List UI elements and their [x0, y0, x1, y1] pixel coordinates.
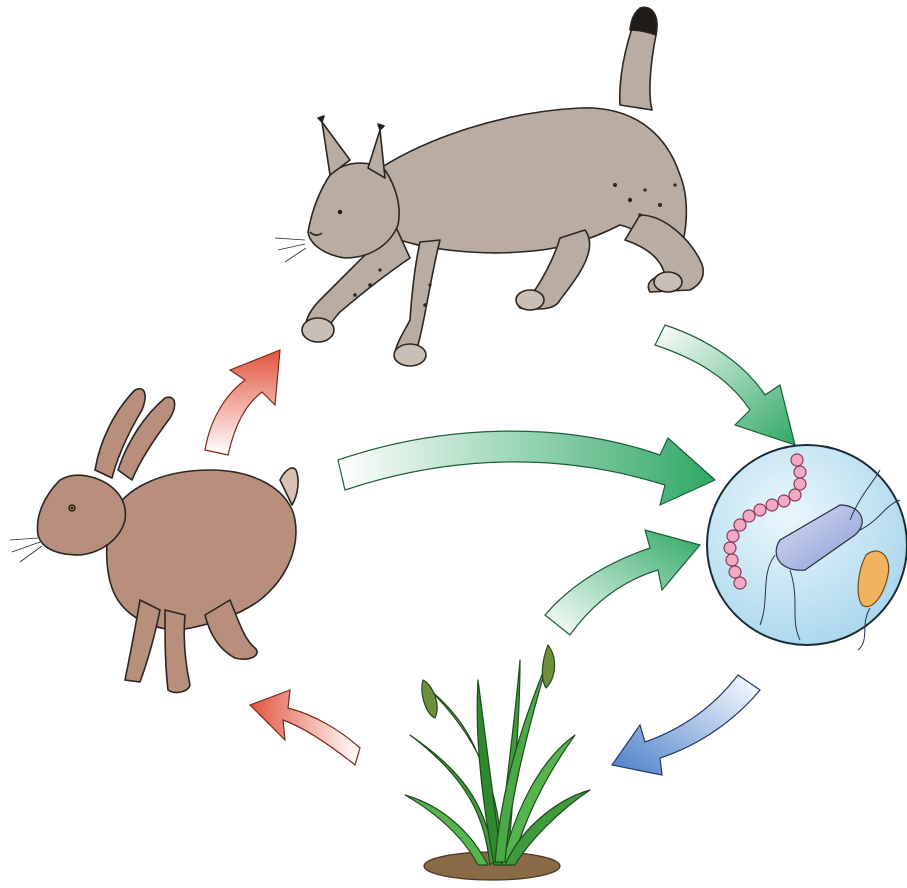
arrow-grass-to-hare	[250, 690, 360, 765]
arrow-hare-to-lynx	[205, 350, 280, 455]
arrow-grass-to-microbes	[545, 530, 700, 635]
bacteria-illustration	[707, 445, 907, 650]
arrow-microbes-to-grass	[612, 675, 760, 775]
grass-illustration	[405, 645, 590, 880]
lynx-illustration	[275, 7, 703, 366]
arrow-lynx-to-microbes	[655, 325, 795, 445]
arrow-hare-to-microbes	[338, 431, 715, 505]
hare-illustration	[10, 389, 298, 693]
